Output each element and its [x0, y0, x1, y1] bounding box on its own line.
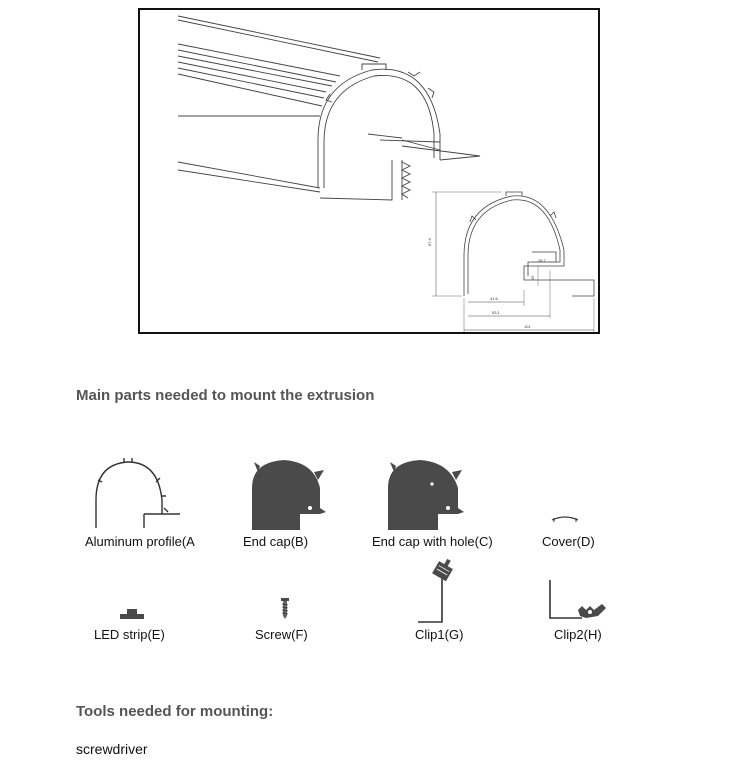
- caption-clip1: Clip1(G): [415, 627, 464, 642]
- profile-3d-drawing: 67.4 28.7 25 41.6 53.1 101: [177, 15, 595, 332]
- caption-end-cap: End cap(B): [243, 534, 309, 549]
- dim-height: 67.4: [427, 237, 432, 246]
- parts-heading: Main parts needed to mount the extrusion: [76, 387, 375, 404]
- part-aluminum-profile: [84, 456, 184, 532]
- dim-overall-width: 101: [524, 324, 531, 329]
- profile-figure-frame: 67.4 28.7 25 41.6 53.1 101: [138, 8, 600, 334]
- dim-body-width: 53.1: [492, 310, 501, 315]
- part-clip1: [412, 558, 462, 624]
- caption-cover: Cover(D): [542, 534, 595, 549]
- clip2-icon: [549, 580, 606, 619]
- cover-icon: [551, 516, 579, 522]
- clip1-icon: [418, 558, 453, 623]
- part-led-strip: [118, 606, 146, 620]
- caption-led-strip: LED strip(E): [94, 627, 165, 642]
- caption-end-cap-with-hole: End cap with hole(C): [372, 534, 493, 549]
- caption-aluminum-profile: Aluminum profile(A: [85, 534, 195, 549]
- led-strip-icon: [120, 609, 144, 619]
- part-cover: [550, 512, 580, 524]
- tools-heading: Tools needed for mounting:: [76, 703, 274, 720]
- dim-pocket-depth: 25: [530, 275, 535, 280]
- screw-icon: [281, 598, 289, 619]
- aluminum-profile-icon: [95, 458, 180, 528]
- part-screw: [279, 598, 291, 620]
- end-cap-with-hole-icon: [388, 460, 464, 530]
- tool-item-screwdriver: screwdriver: [76, 741, 148, 757]
- cross-section-drawing: [432, 191, 595, 332]
- dim-pocket-width: 28.7: [538, 258, 547, 263]
- caption-clip2: Clip2(H): [554, 627, 602, 642]
- caption-screw: Screw(F): [255, 627, 308, 642]
- part-end-cap: [248, 458, 328, 530]
- end-cap-icon: [252, 460, 326, 530]
- part-end-cap-with-hole: [384, 458, 468, 530]
- dim-inner-width: 41.6: [490, 296, 499, 301]
- part-clip2: [546, 578, 610, 624]
